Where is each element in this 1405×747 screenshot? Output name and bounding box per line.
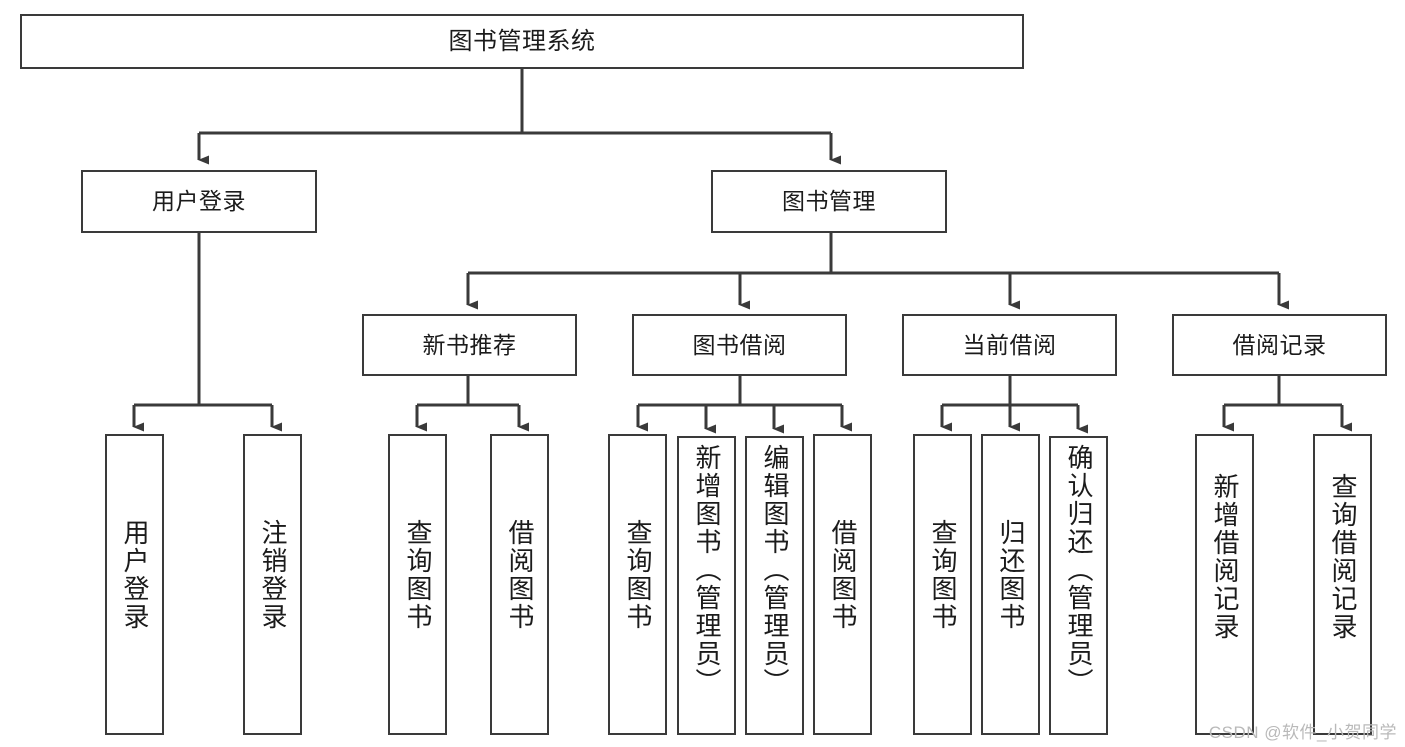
node-book-borrow[interactable]: 图书借阅 xyxy=(632,314,847,376)
node-current-borrow[interactable]: 当前借阅 xyxy=(902,314,1117,376)
node-new-book-recommend[interactable]: 新书推荐 xyxy=(362,314,577,376)
node-label: 图书管理 xyxy=(782,188,876,215)
node-leaf-borrow-book-recommend[interactable]: 借阅图书 xyxy=(490,434,549,735)
node-leaf-return-book[interactable]: 归还图书 xyxy=(981,434,1040,735)
node-label: 编辑图书（管理员） xyxy=(760,444,791,696)
node-label: 借阅图书 xyxy=(828,519,859,631)
node-borrow-record[interactable]: 借阅记录 xyxy=(1172,314,1387,376)
node-label: 当前借阅 xyxy=(962,331,1057,358)
node-label: 归还图书 xyxy=(996,519,1027,631)
node-leaf-edit-book-admin[interactable]: 编辑图书（管理员） xyxy=(745,436,804,735)
node-label: 新书推荐 xyxy=(422,331,517,358)
node-label: 查询图书 xyxy=(403,519,434,631)
node-leaf-query-book-current[interactable]: 查询图书 xyxy=(913,434,972,735)
node-leaf-add-book-admin[interactable]: 新增图书（管理员） xyxy=(677,436,736,735)
node-leaf-user-login[interactable]: 用户登录 xyxy=(105,434,164,735)
node-label: 图书管理系统 xyxy=(448,27,596,55)
node-label: 查询图书 xyxy=(623,519,654,631)
node-label: 注销登录 xyxy=(258,519,289,631)
node-label: 查询图书 xyxy=(928,519,959,631)
node-label: 新增图书（管理员） xyxy=(692,444,723,696)
node-leaf-query-book[interactable]: 查询图书 xyxy=(608,434,667,735)
node-label: 借阅图书 xyxy=(505,519,536,631)
node-leaf-confirm-return-admin[interactable]: 确认归还（管理员） xyxy=(1049,436,1108,735)
node-label: 新增借阅记录 xyxy=(1210,473,1241,641)
node-label: 用户登录 xyxy=(152,188,246,215)
node-label: 确认归还（管理员） xyxy=(1064,444,1095,696)
node-leaf-query-borrow-record[interactable]: 查询借阅记录 xyxy=(1313,434,1372,735)
node-leaf-add-borrow-record[interactable]: 新增借阅记录 xyxy=(1195,434,1254,735)
node-book-management[interactable]: 图书管理 xyxy=(711,170,947,233)
node-label: 借阅记录 xyxy=(1232,331,1327,358)
node-user-login[interactable]: 用户登录 xyxy=(81,170,317,233)
node-root-book-management-system[interactable]: 图书管理系统 xyxy=(20,14,1024,69)
watermark: CSDN @软件_小贺同学 xyxy=(1208,723,1397,742)
node-label: 查询借阅记录 xyxy=(1328,473,1359,641)
node-leaf-logout[interactable]: 注销登录 xyxy=(243,434,302,735)
node-leaf-borrow-book[interactable]: 借阅图书 xyxy=(813,434,872,735)
node-label: 图书借阅 xyxy=(692,331,787,358)
node-label: 用户登录 xyxy=(120,519,151,631)
node-leaf-query-book-recommend[interactable]: 查询图书 xyxy=(388,434,447,735)
